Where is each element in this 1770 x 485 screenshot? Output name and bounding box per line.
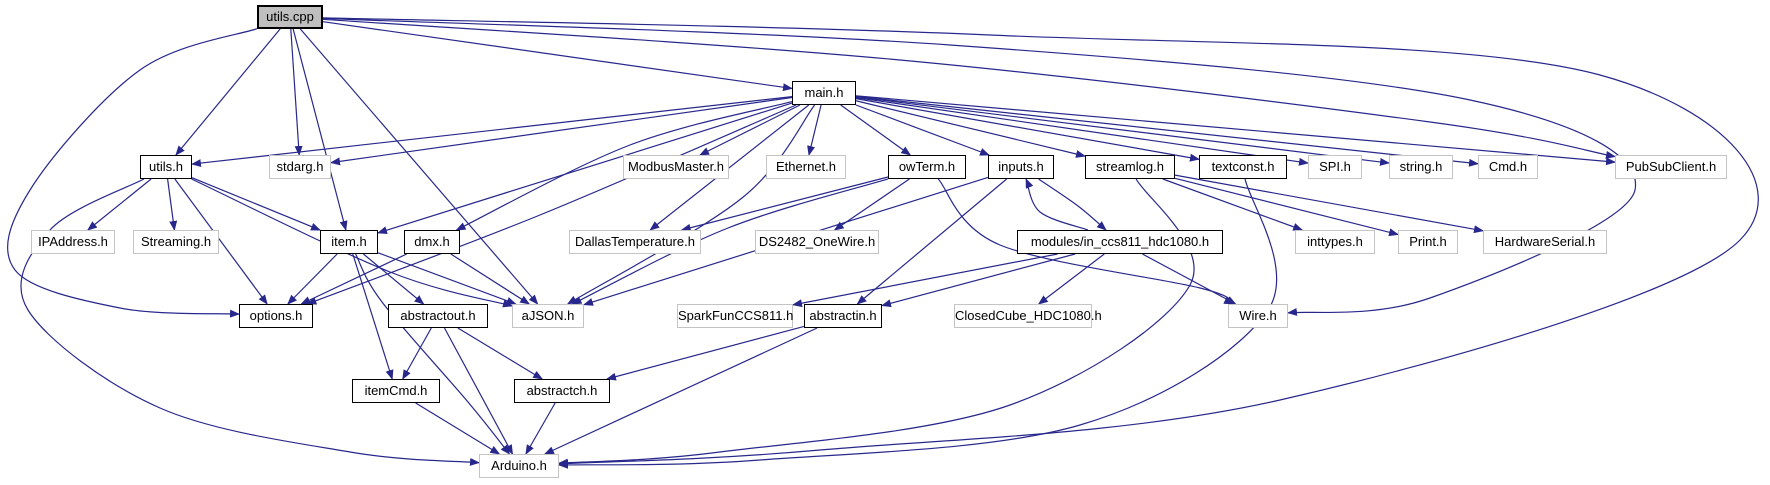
- include-edge-abstractin_h-to-abstractch_h: [605, 325, 805, 381]
- include-edge-main_h-to-Cmd_h: [855, 95, 1479, 167]
- include-edge-utils_cpp-to-PubSubClient_h: [322, 18, 1616, 159]
- include-edge-main_h-to-dmx_h: [455, 100, 793, 231]
- include-edge-item_h-to-abstractout_h: [363, 253, 425, 305]
- graph-node-utils-cpp[interactable]: utils.cpp: [257, 5, 323, 29]
- graph-node-ds2482-onewire-h: DS2482_OneWire.h: [755, 230, 879, 254]
- include-edge-main_h-to-SPI_h: [855, 97, 1309, 166]
- include-edge-modules_in_ccs811_hdc1080_h-to-abstractin_h: [881, 253, 1076, 308]
- include-edge-streamlog_h-to-Arduino_h: [558, 178, 1195, 467]
- include-edge-itemCmd_h-to-Arduino_h: [415, 402, 501, 455]
- include-edge-main_h-to-Ethernet_h: [807, 104, 822, 156]
- include-edge-utils_cpp-to-main_h: [322, 21, 793, 92]
- include-edge-abstractout_h-to-Arduino_h: [443, 327, 514, 455]
- graph-node-wire-h: Wire.h: [1228, 304, 1288, 328]
- include-edge-abstractch_h-to-Arduino_h: [525, 402, 556, 455]
- include-edge-utils_cpp-to-utils_h: [175, 28, 281, 156]
- graph-node-itemcmd-h[interactable]: itemCmd.h: [352, 379, 440, 403]
- include-edge-utils_h-to-options_h: [174, 178, 268, 305]
- graph-node-ajson-h: aJSON.h: [512, 304, 584, 328]
- include-edge-abstractout_h-to-itemCmd_h: [402, 327, 432, 380]
- graph-node-sparkfunccs811-h: SparkFunCCS811.h: [677, 304, 793, 328]
- graph-node-streamlog-h[interactable]: streamlog.h: [1085, 155, 1175, 179]
- include-edge-main_h-to-PubSubClient_h: [855, 95, 1616, 166]
- include-edge-inputs_h-to-abstractin_h: [856, 178, 1008, 305]
- graph-node-dallastemperature-h: DallasTemperature.h: [569, 230, 701, 254]
- include-edge-modules_in_ccs811_hdc1080_h-to-inputs_h: [1025, 178, 1089, 231]
- include-edge-utils_cpp-to-stdarg_h: [290, 28, 303, 156]
- include-edge-streamlog_h-to-Print_h: [1174, 177, 1399, 237]
- include-edge-utils_h-to-aJSON_h: [191, 178, 513, 308]
- graph-node-pubsubclient-h: PubSubClient.h: [1615, 155, 1727, 179]
- include-edge-utils_h-to-item_h: [191, 177, 321, 231]
- include-edge-owTerm_h-to-Wire_h: [937, 178, 1235, 305]
- include-edge-utils_cpp-to-aJSON_h: [299, 28, 539, 305]
- include-edge-main_h-to-item_h: [377, 102, 793, 235]
- graph-node-item-h[interactable]: item.h: [320, 230, 378, 254]
- include-edge-utils_h-to-Streaming_h: [167, 178, 178, 231]
- include-edge-item_h-to-options_h: [287, 253, 338, 305]
- include-edge-owTerm_h-to-aJSON_h: [571, 178, 889, 305]
- include-edge-streamlog_h-to-HardwareSerial_h: [1174, 174, 1484, 234]
- include-edge-main_h-to-streamlog_h: [855, 100, 1086, 158]
- include-edge-main_h-to-string_h: [855, 96, 1390, 166]
- graph-node-options-h[interactable]: options.h: [239, 304, 313, 328]
- include-edge-dmx_h-to-aJSON_h: [450, 253, 531, 305]
- include-edge-modules_in_ccs811_hdc1080_h-to-ClosedCube_HDC1080_h: [1037, 253, 1105, 305]
- graph-node-streaming-h: Streaming.h: [133, 230, 219, 254]
- include-edge-item_h-to-Arduino_h: [355, 253, 511, 455]
- graph-node-modules-in-ccs811-hdc1080-h[interactable]: modules/in_ccs811_hdc1080.h: [1017, 230, 1223, 254]
- graph-node-utils-h[interactable]: utils.h: [140, 155, 192, 179]
- include-edge-modules_in_ccs811_hdc1080_h-to-Wire_h: [1142, 253, 1237, 305]
- include-edge-main_h-to-DallasTemperature_h: [649, 104, 810, 231]
- include-edge-item_h-to-itemCmd_h: [352, 253, 394, 380]
- graph-node-ethernet-h: Ethernet.h: [766, 155, 846, 179]
- graph-node-ipaddress-h: IPAddress.h: [31, 230, 115, 254]
- graph-node-abstractin-h[interactable]: abstractin.h: [804, 304, 882, 328]
- include-edge-utils_cpp-to-item_h: [292, 28, 348, 231]
- graph-node-abstractout-h[interactable]: abstractout.h: [388, 304, 488, 328]
- include-edge-utils_h-to-Arduino_h: [20, 178, 480, 466]
- include-edge-main_h-to-options_h: [306, 104, 797, 305]
- graph-node-abstractch-h[interactable]: abstractch.h: [514, 379, 610, 403]
- include-edge-modules_in_ccs811_hdc1080_h-to-SparkFunCCS811_h: [792, 253, 1058, 308]
- include-edge-main_h-to-inputs_h: [855, 104, 990, 156]
- graph-node-stdarg-h: stdarg.h: [269, 155, 331, 179]
- include-edge-utils_h-to-IPAddress_h: [87, 178, 152, 231]
- graph-node-inttypes-h: inttypes.h: [1295, 230, 1375, 254]
- include-edge-abstractin_h-to-Arduino_h: [544, 327, 818, 455]
- graph-node-arduino-h: Arduino.h: [479, 454, 559, 478]
- graph-node-string-h: string.h: [1389, 155, 1453, 179]
- include-edge-dmx_h-to-options_h: [300, 253, 407, 305]
- include-edge-utils_cpp-to-options_h: [7, 28, 258, 318]
- include-edge-main_h-to-utils_h: [191, 96, 793, 168]
- graph-node-hardwareserial-h: HardwareSerial.h: [1483, 230, 1607, 254]
- graph-node-owterm-h[interactable]: owTerm.h: [888, 155, 966, 179]
- include-edge-main_h-to-stdarg_h: [330, 96, 793, 166]
- include-edge-abstractout_h-to-abstractch_h: [457, 327, 544, 380]
- graph-node-spi-h: SPI.h: [1308, 155, 1362, 179]
- include-edge-owTerm_h-to-DallasTemperature_h: [680, 176, 889, 232]
- graph-node-textconst-h[interactable]: textconst.h: [1199, 155, 1287, 179]
- graph-node-closedcube-hdc1080-h: ClosedCube_HDC1080.h: [954, 304, 1102, 328]
- include-edge-utils_cpp-to-Arduino_h: [322, 17, 1759, 468]
- include-edge-streamlog_h-to-inttypes_h: [1162, 178, 1304, 231]
- graph-node-dmx-h[interactable]: dmx.h: [404, 230, 460, 254]
- graph-node-inputs-h[interactable]: inputs.h: [988, 155, 1054, 179]
- include-edge-main_h-to-textconst_h: [855, 98, 1200, 162]
- include-edge-inputs_h-to-modules_in_ccs811_hdc1080_h: [1038, 178, 1107, 231]
- include-edge-item_h-to-aJSON_h: [377, 252, 517, 305]
- graph-node-modbusmaster-h: ModbusMaster.h: [623, 155, 729, 179]
- include-edge-utils_cpp-to-Wire_h: [322, 17, 1637, 316]
- include-edge-textconst_h-to-Arduino_h: [558, 178, 1278, 469]
- graph-node-main-h[interactable]: main.h: [792, 81, 856, 105]
- graph-node-cmd-h: Cmd.h: [1478, 155, 1538, 179]
- include-edge-main_h-to-owTerm_h: [840, 104, 912, 156]
- graph-node-print-h: Print.h: [1398, 230, 1458, 254]
- include-edge-main_h-to-ModbusMaster_h: [699, 104, 801, 156]
- include-edge-main_h-to-aJSON_h: [566, 104, 816, 305]
